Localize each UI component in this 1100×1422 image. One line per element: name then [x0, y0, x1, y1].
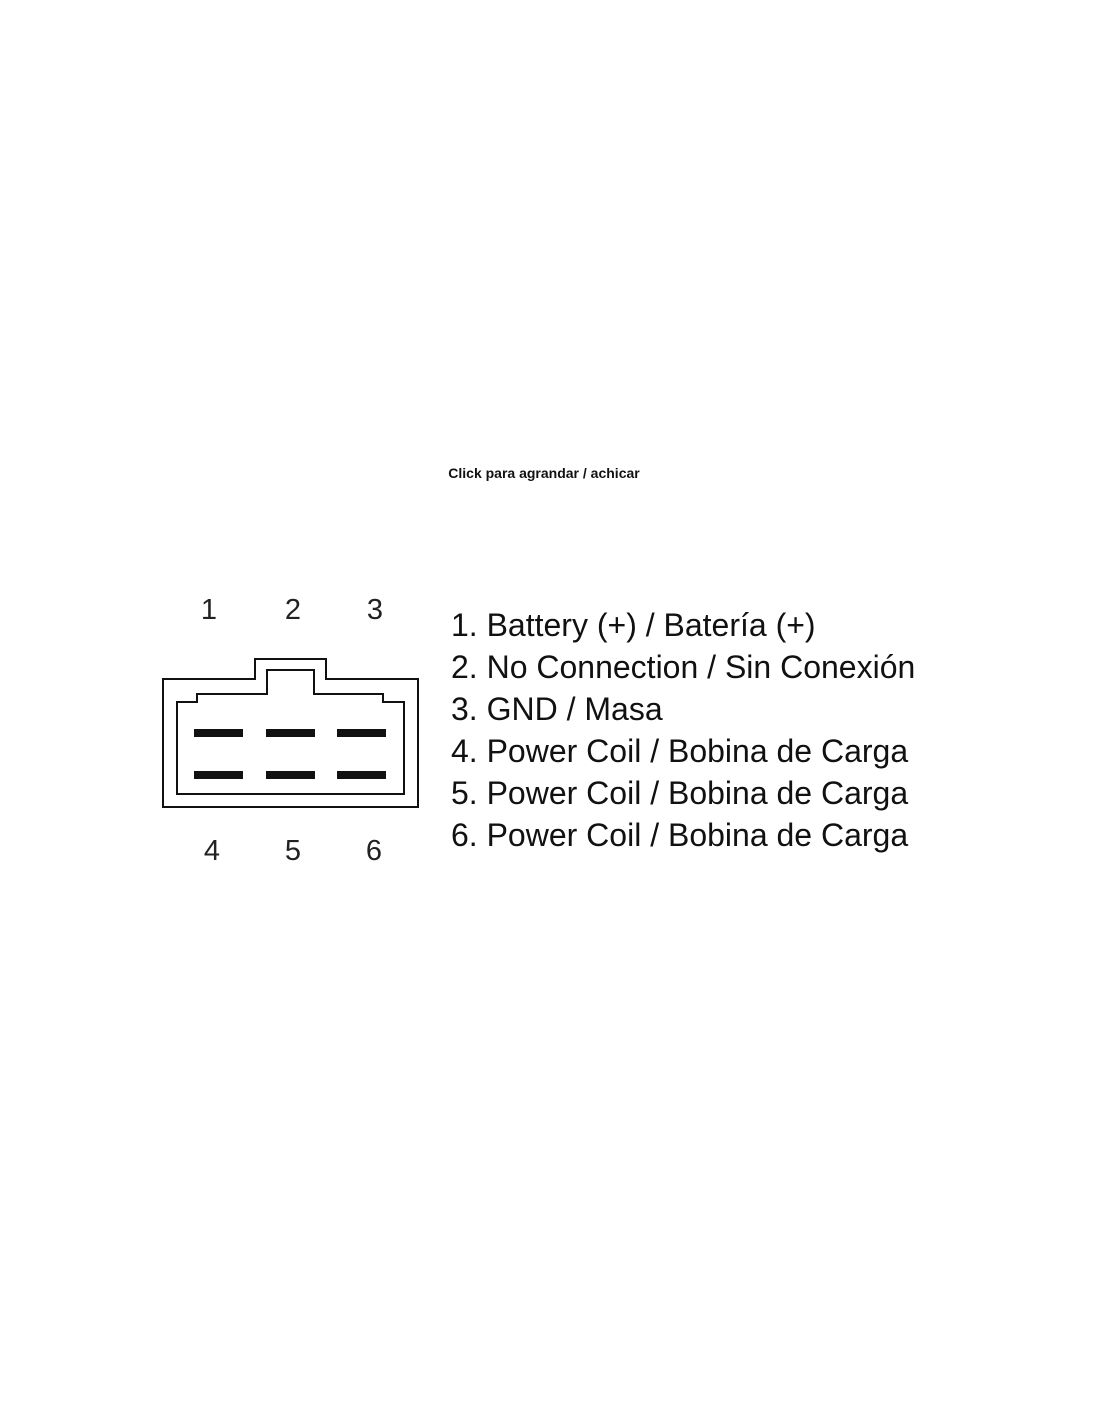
- legend-item: 6. Power Coil / Bobina de Carga: [451, 817, 909, 853]
- pin-number-6: 6: [365, 835, 383, 867]
- pin-number-3: 3: [366, 594, 384, 626]
- pin-legend: 1. Battery (+) / Batería (+) 2. No Conne…: [451, 604, 915, 856]
- pin-4: [194, 771, 243, 779]
- legend-item: 1. Battery (+) / Batería (+): [451, 607, 816, 643]
- connector-outer-housing: [162, 658, 419, 808]
- pin-number-2: 2: [284, 594, 302, 626]
- zoom-toggle-link[interactable]: Click para agrandar / achicar: [448, 465, 640, 481]
- pin-number-5: 5: [284, 835, 302, 867]
- pin-6: [337, 771, 386, 779]
- legend-item: 4. Power Coil / Bobina de Carga: [451, 733, 909, 769]
- pin-2: [266, 729, 315, 737]
- pin-number-1: 1: [200, 594, 218, 626]
- pin-1: [194, 729, 243, 737]
- pin-5: [266, 771, 315, 779]
- legend-item: 3. GND / Masa: [451, 691, 663, 727]
- connector-inner-cavity: [176, 669, 405, 795]
- legend-item: 2. No Connection / Sin Conexión: [451, 649, 916, 685]
- legend-item: 5. Power Coil / Bobina de Carga: [451, 775, 909, 811]
- pin-number-4: 4: [203, 835, 221, 867]
- pin-3: [337, 729, 386, 737]
